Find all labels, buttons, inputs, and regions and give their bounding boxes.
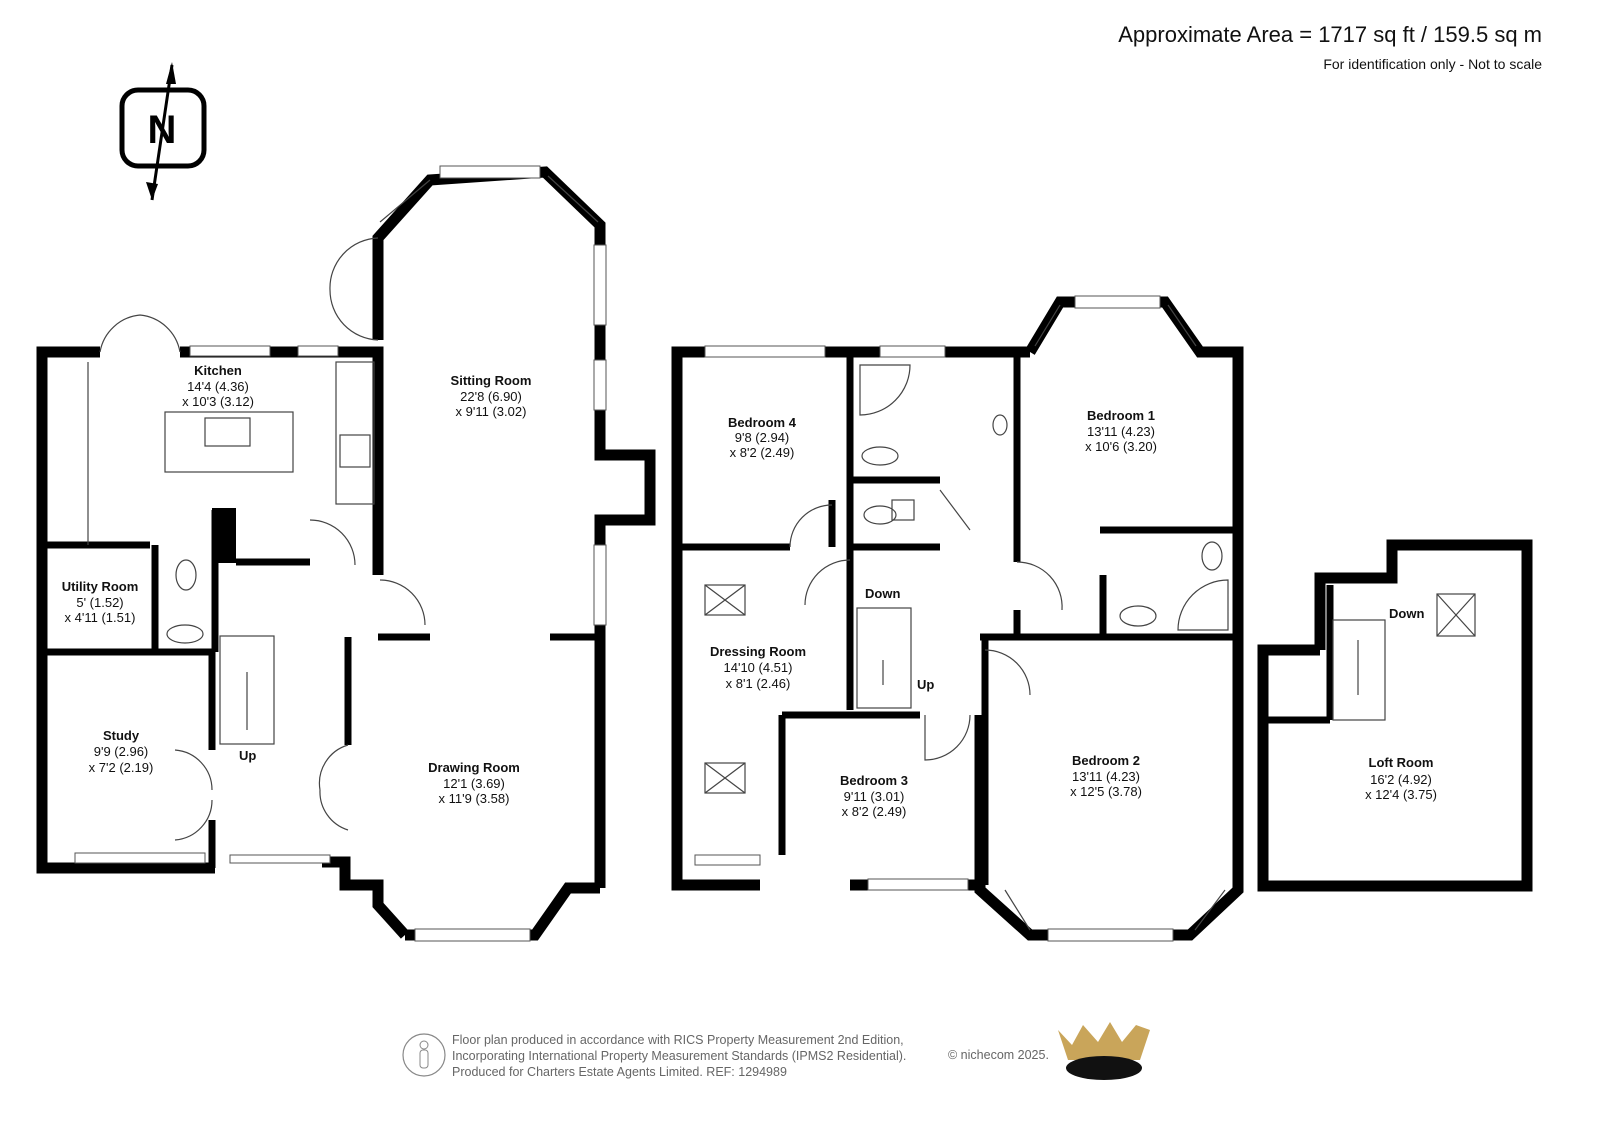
room-dim: x 10'6 (3.20) [1085,439,1157,454]
room-bedroom-3: Bedroom 39'11 (3.01)x 8'2 (2.49) [840,773,908,819]
room-dim: 13'11 (4.23) [1072,769,1140,784]
scale-note: For identification only - Not to scale [1323,56,1542,72]
room-dim: x 9'11 (3.02) [456,404,527,419]
room-name: Utility Room [62,579,139,594]
room-name: Kitchen [194,363,242,378]
stairs-down-label: Down [865,586,900,601]
room-bedroom-2: Bedroom 213'11 (4.23)x 12'5 (3.78) [1070,753,1142,799]
first-floor [671,295,1244,942]
room-dim: 9'8 (2.94) [735,430,790,445]
room-bedroom-4: Bedroom 49'8 (2.94)x 8'2 (2.49) [728,415,797,460]
loft-floor [1257,539,1533,892]
compass-letter: N [148,108,177,152]
stairs-down-label: Down [1389,606,1424,621]
room-bedroom-1: Bedroom 113'11 (4.23)x 10'6 (3.20) [1085,408,1157,454]
room-name: Study [103,728,140,743]
room-dim: 9'11 (3.01) [844,789,905,804]
room-dim: x 7'2 (2.19) [89,760,154,775]
person-icon [402,1033,446,1077]
room-name: Bedroom 3 [840,773,908,788]
room-name: Loft Room [1369,755,1434,770]
room-dim: x 8'1 (2.46) [726,676,791,691]
north-compass-icon: N [119,62,207,201]
room-dim: 14'4 (4.36) [187,379,249,394]
room-dim: x 12'5 (3.78) [1070,784,1142,799]
room-dim: 12'1 (3.69) [443,776,505,791]
stairs-up-label: Up [239,748,256,763]
room-dim: x 8'2 (2.49) [842,804,907,819]
footer-text: Floor plan produced in accordance with R… [452,1032,906,1080]
room-loft: Loft Room 16'2 (4.92)x 12'4 (3.75) [1365,755,1437,802]
footer-line: Floor plan produced in accordance with R… [452,1033,904,1047]
room-name: Dressing Room [710,644,806,659]
room-name: Sitting Room [451,373,532,388]
room-name: Bedroom 4 [728,415,797,430]
ground-floor [36,165,656,942]
room-dim: x 4'11 (1.51) [65,610,136,625]
room-dim: x 11'9 (3.58) [439,791,510,806]
approximate-area: Approximate Area = 1717 sq ft / 159.5 sq… [1118,22,1542,47]
room-dim: 9'9 (2.96) [94,744,149,759]
room-dim: 22'8 (6.90) [460,389,522,404]
room-dim: x 8'2 (2.49) [730,445,795,460]
room-dim: x 12'4 (3.75) [1365,787,1437,802]
room-dim: 14'10 (4.51) [724,660,793,675]
crown-logo-icon [1058,1022,1150,1080]
footer-line: Incorporating International Property Mea… [452,1049,907,1063]
room-dim: 16'2 (4.92) [1370,772,1432,787]
copyright: © nichecom 2025. [948,1048,1049,1062]
room-name: Bedroom 1 [1087,408,1155,423]
footer-line: Produced for Charters Estate Agents Limi… [452,1065,787,1079]
room-name: Drawing Room [428,760,520,775]
room-dim: 13'11 (4.23) [1087,424,1155,439]
room-name: Bedroom 2 [1072,753,1140,768]
room-dim: x 10'3 (3.12) [182,394,254,409]
stairs-up-label: Up [917,677,934,692]
room-dim: 5' (1.52) [76,595,123,610]
